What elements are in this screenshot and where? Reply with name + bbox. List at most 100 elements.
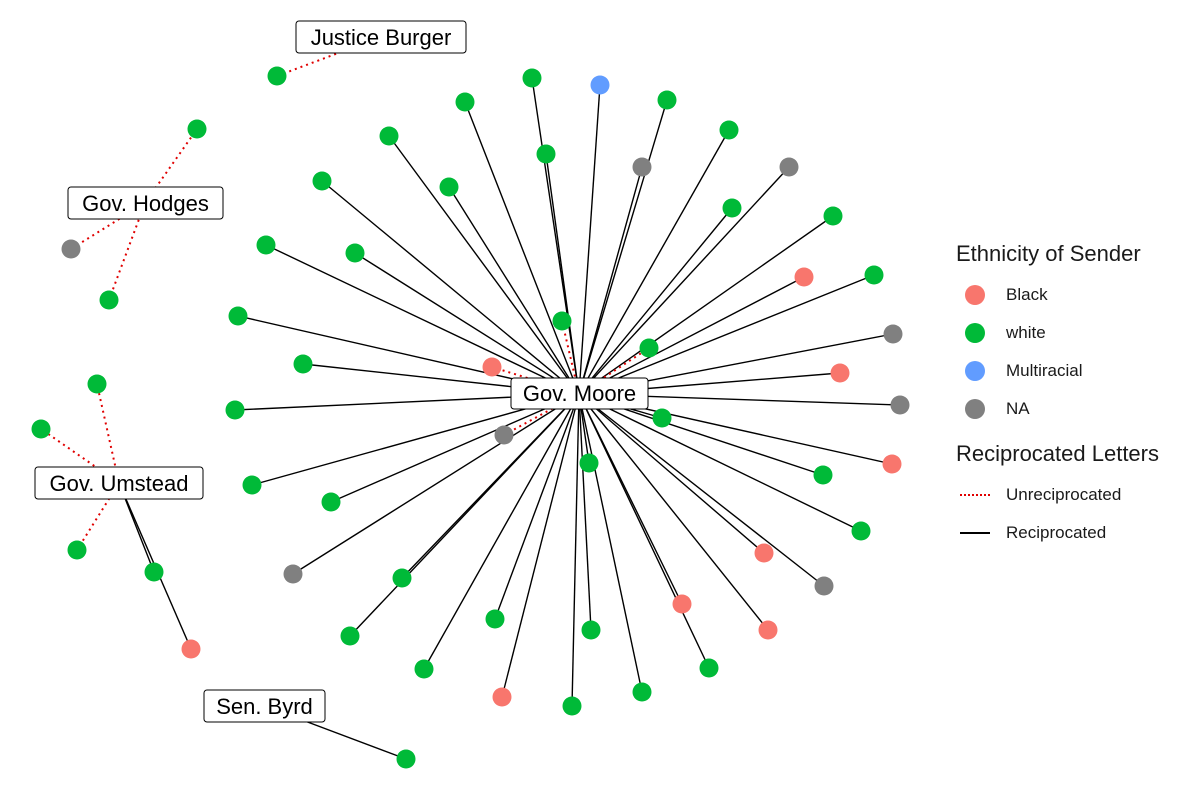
legend-label-black: Black bbox=[1006, 285, 1048, 304]
node-moore-4 bbox=[379, 126, 399, 146]
node-moore-38 bbox=[672, 594, 692, 614]
node-moore-16 bbox=[864, 265, 884, 285]
edge-moore-46 bbox=[501, 393, 580, 698]
edge-moore-35 bbox=[292, 393, 580, 575]
letters-legend-title: Reciprocated Letters bbox=[956, 441, 1159, 466]
node-burger-48 bbox=[267, 66, 287, 86]
edge-moore-47 bbox=[571, 393, 580, 707]
node-moore-8 bbox=[779, 157, 799, 177]
edge-moore-3 bbox=[578, 99, 668, 395]
edge-moore-40 bbox=[578, 393, 592, 631]
edge-moore-41 bbox=[578, 393, 769, 631]
node-hodges-49 bbox=[187, 119, 207, 139]
legend-label-reciprocated: Reciprocated bbox=[1006, 523, 1107, 542]
node-moore-34 bbox=[754, 543, 774, 563]
node-moore-24 bbox=[225, 400, 245, 420]
hub-label-burger: Justice Burger bbox=[295, 20, 467, 54]
node-umstead-54 bbox=[67, 540, 87, 560]
node-moore-36 bbox=[392, 568, 412, 588]
node-moore-26 bbox=[652, 408, 672, 428]
edge-moore-6 bbox=[545, 153, 580, 395]
node-moore-0 bbox=[522, 68, 542, 88]
node-moore-3 bbox=[657, 90, 677, 110]
node-moore-13 bbox=[256, 235, 276, 255]
node-hodges-50 bbox=[61, 239, 81, 259]
edge-moore-12 bbox=[578, 215, 834, 395]
node-moore-41 bbox=[758, 620, 778, 640]
node-moore-25 bbox=[890, 395, 910, 415]
node-moore-22 bbox=[482, 357, 502, 377]
edge-moore-9 bbox=[321, 180, 580, 395]
node-moore-19 bbox=[883, 324, 903, 344]
legend-swatch-black bbox=[965, 285, 985, 305]
node-umstead-53 bbox=[31, 419, 51, 439]
legend: Ethnicity of Sender Black white Multirac… bbox=[956, 240, 1171, 552]
edge-moore-13 bbox=[265, 244, 580, 395]
edge-moore-45 bbox=[578, 393, 643, 693]
legend-label-white: white bbox=[1006, 323, 1046, 342]
node-hodges-51 bbox=[99, 290, 119, 310]
legend-swatch-na bbox=[965, 399, 985, 419]
node-moore-2 bbox=[455, 92, 475, 112]
node-umstead-52 bbox=[87, 374, 107, 394]
edge-moore-4 bbox=[388, 135, 580, 395]
node-moore-7 bbox=[632, 157, 652, 177]
edge-umstead-52 bbox=[96, 383, 120, 484]
node-moore-46 bbox=[492, 687, 512, 707]
edge-moore-27 bbox=[503, 393, 580, 436]
hub-label-umstead: Gov. Umstead bbox=[34, 466, 204, 500]
hub-label-umstead-text: Gov. Umstead bbox=[50, 471, 189, 496]
legend-item-na: NA bbox=[956, 390, 1171, 428]
node-moore-47 bbox=[562, 696, 582, 716]
node-moore-1 bbox=[590, 75, 610, 95]
edge-moore-33 bbox=[578, 393, 862, 532]
edge-moore-2 bbox=[464, 101, 580, 395]
node-umstead-56 bbox=[181, 639, 201, 659]
node-moore-21 bbox=[293, 354, 313, 374]
node-moore-17 bbox=[228, 306, 248, 326]
node-moore-37 bbox=[814, 576, 834, 596]
node-moore-30 bbox=[813, 465, 833, 485]
node-moore-35 bbox=[283, 564, 303, 584]
node-moore-45 bbox=[632, 682, 652, 702]
edge-moore-32 bbox=[330, 393, 580, 503]
node-moore-42 bbox=[340, 626, 360, 646]
node-moore-44 bbox=[699, 658, 719, 678]
nodes-layer bbox=[31, 66, 910, 769]
node-moore-6 bbox=[536, 144, 556, 164]
edge-moore-10 bbox=[448, 186, 580, 395]
hub-label-burger-text: Justice Burger bbox=[311, 25, 452, 50]
node-moore-29 bbox=[579, 453, 599, 473]
node-moore-23 bbox=[830, 363, 850, 383]
ethnicity-legend-title: Ethnicity of Sender bbox=[956, 241, 1141, 266]
edge-umstead-53 bbox=[40, 428, 120, 484]
legend-item-black: Black bbox=[956, 276, 1171, 314]
hub-label-hodges-text: Gov. Hodges bbox=[82, 191, 209, 216]
edge-moore-16 bbox=[578, 274, 875, 395]
edge-hodges-50 bbox=[70, 202, 146, 250]
node-moore-15 bbox=[794, 267, 814, 287]
node-byrd-57 bbox=[396, 749, 416, 769]
ethnicity-legend: Ethnicity of Sender Black white Multirac… bbox=[956, 240, 1171, 428]
hub-label-hodges: Gov. Hodges bbox=[67, 186, 224, 220]
node-moore-32 bbox=[321, 492, 341, 512]
edge-moore-34 bbox=[578, 393, 765, 554]
node-moore-39 bbox=[485, 609, 505, 629]
node-moore-14 bbox=[345, 243, 365, 263]
legend-label-multiracial: Multiracial bbox=[1006, 361, 1083, 380]
legend-label-unreciprocated: Unreciprocated bbox=[1006, 485, 1122, 504]
legend-line-reciprocated bbox=[960, 532, 990, 534]
edge-moore-42 bbox=[349, 393, 580, 637]
edge-moore-5 bbox=[578, 129, 730, 395]
node-moore-18 bbox=[552, 311, 572, 331]
edge-moore-37 bbox=[578, 393, 825, 587]
edge-moore-14 bbox=[354, 252, 580, 395]
node-moore-5 bbox=[719, 120, 739, 140]
node-moore-10 bbox=[439, 177, 459, 197]
node-moore-28 bbox=[882, 454, 902, 474]
edge-moore-15 bbox=[578, 276, 805, 395]
edges-layer bbox=[40, 36, 901, 760]
hub-label-byrd: Sen. Byrd bbox=[203, 689, 326, 723]
legend-item-multiracial: Multiracial bbox=[956, 352, 1171, 390]
legend-swatch-multiracial bbox=[965, 361, 985, 381]
